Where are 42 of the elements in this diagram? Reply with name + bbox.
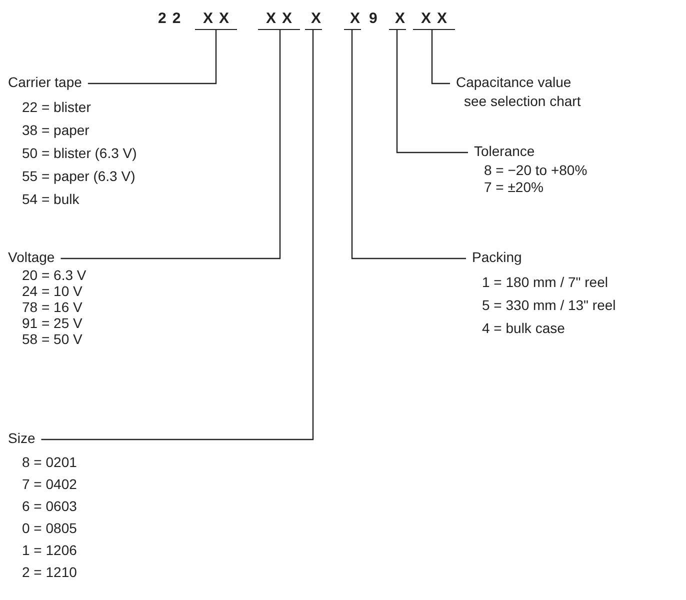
part-number-digits: 9 [369, 9, 384, 29]
field-heading: Tolerance [474, 143, 536, 160]
part-number-digits: 22 [158, 9, 187, 29]
code-option: 91 = 25 V [8, 315, 86, 332]
field-heading: Capacitance value [456, 74, 572, 91]
code-option: 55 = paper (6.3 V) [8, 168, 137, 185]
field-heading: Size [8, 430, 36, 447]
code-option: 58 = 50 V [8, 331, 86, 348]
code-option: 24 = 10 V [8, 283, 86, 300]
code-option: 5 = 330 mm / 13" reel [472, 297, 616, 314]
code-option: 1 = 180 mm / 7" reel [472, 274, 616, 291]
code-option: 22 = blister [8, 99, 137, 116]
code-field: XX [413, 8, 455, 30]
code-option: 20 = 6.3 V [8, 267, 86, 284]
code-option: see selection chart [456, 93, 581, 110]
code-option: 6 = 0603 [8, 498, 77, 515]
code-option: 78 = 16 V [8, 299, 86, 316]
leader-line [60, 30, 281, 260]
code-option: 2 = 1210 [8, 564, 77, 581]
leader-line [88, 30, 217, 84]
code-option: 7 = ±20% [474, 179, 588, 196]
leader-line [431, 30, 450, 84]
code-option: 50 = blister (6.3 V) [8, 145, 137, 162]
code-field: X [389, 8, 406, 30]
code-option: 8 = −20 to +80% [474, 162, 588, 179]
field-heading: Voltage [8, 249, 56, 266]
leader-line [351, 30, 466, 260]
leader-line [396, 30, 468, 154]
code-field: XX [258, 8, 300, 30]
code-option: 38 = paper [8, 122, 137, 139]
code-field: X [305, 8, 322, 30]
code-option: 4 = bulk case [472, 320, 616, 337]
code-option: 7 = 0402 [8, 476, 77, 493]
field-heading: Carrier tape [8, 74, 83, 91]
code-option: 1 = 1206 [8, 542, 77, 559]
code-option: 54 = bulk [8, 191, 137, 208]
code-option: 0 = 0805 [8, 520, 77, 537]
code-field: XX [195, 8, 237, 30]
leader-line [41, 30, 314, 440]
field-heading: Packing [472, 249, 523, 266]
code-option: 8 = 0201 [8, 454, 77, 471]
code-field: X [344, 8, 361, 30]
